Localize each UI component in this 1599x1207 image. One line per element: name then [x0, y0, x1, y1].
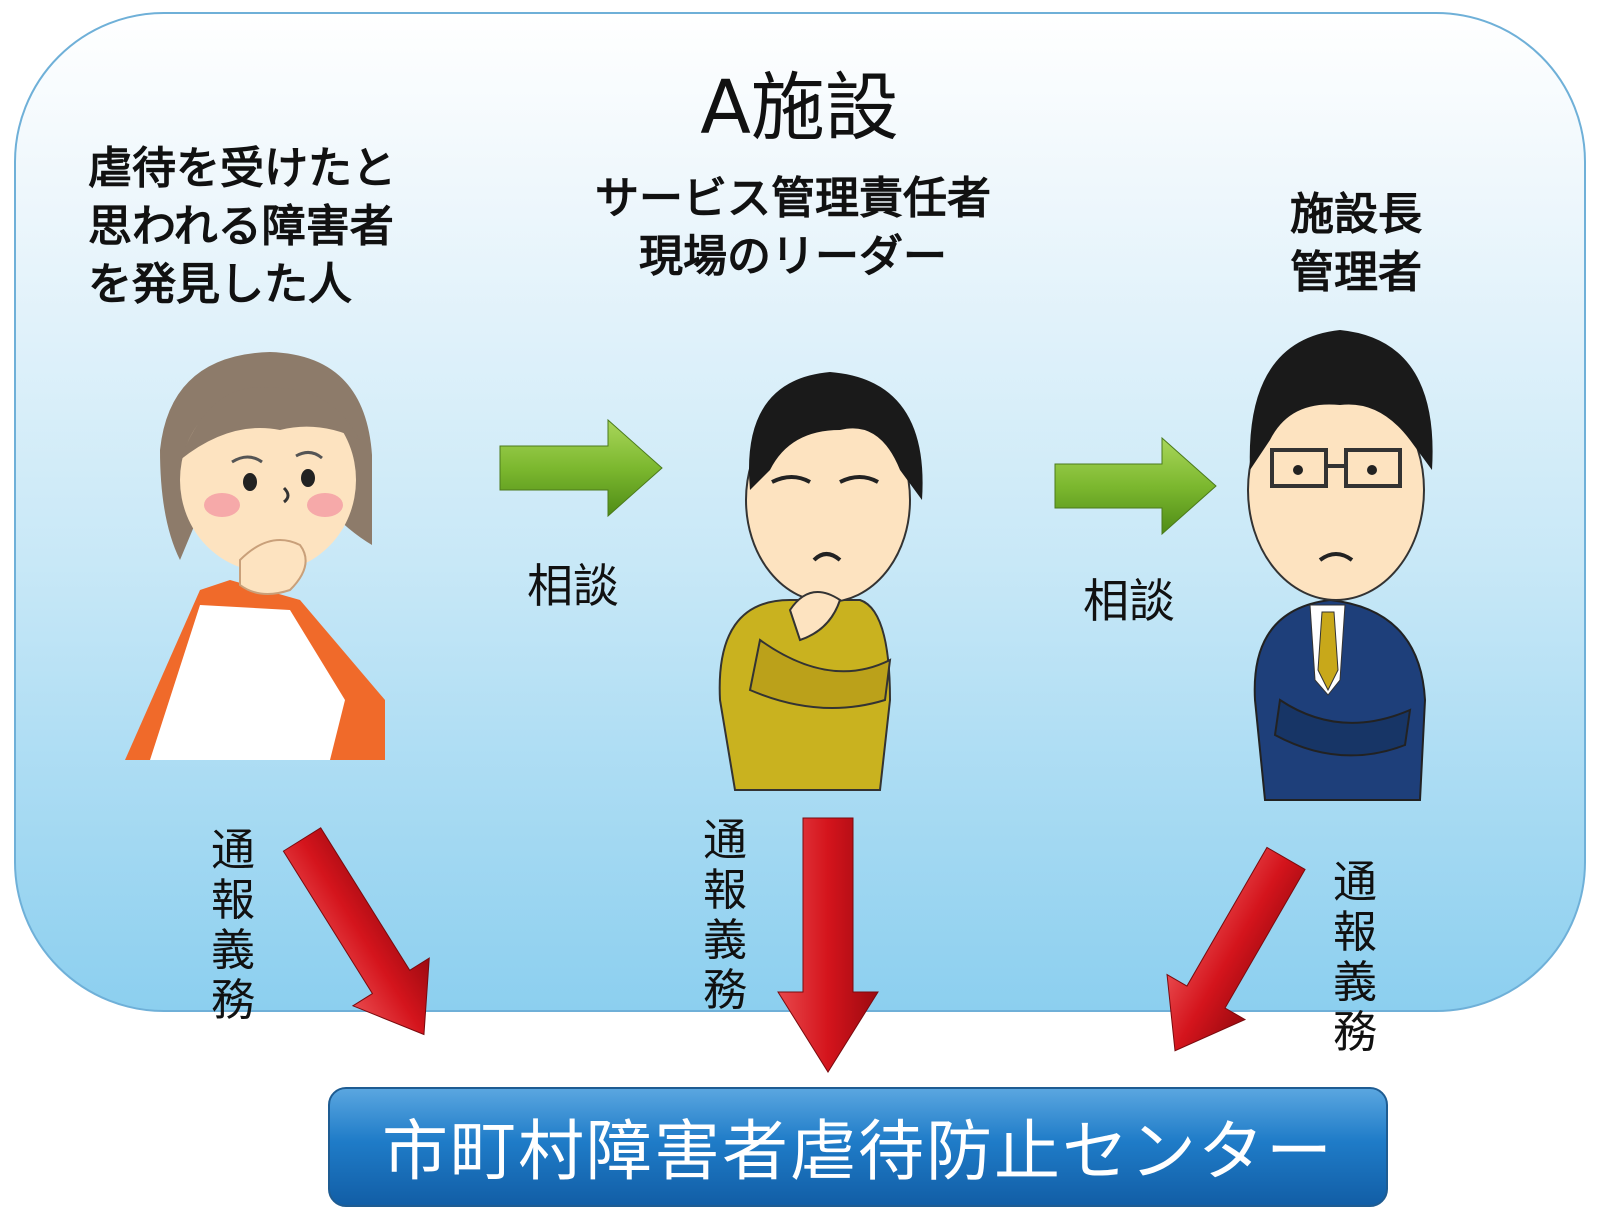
duty-char: 報 [1333, 907, 1377, 958]
thinking-leader-icon [718, 372, 923, 791]
duty-char: 通 [211, 825, 255, 876]
duty-label-right: 通 報 義 務 [1330, 858, 1380, 1058]
consult-arrow-2 [1054, 436, 1217, 536]
role-manager-line: 現場のリーダー [639, 231, 947, 282]
duty-label-left: 通 報 義 務 [208, 826, 258, 1026]
duty-arrow-left [282, 827, 430, 1036]
role-director-line: 管理者 [1290, 247, 1422, 298]
duty-label-middle: 通 報 義 務 [700, 816, 750, 1016]
consult-label-1: 相談 [527, 559, 619, 613]
role-director-line: 施設長 [1290, 189, 1422, 240]
duty-arrow-middle [777, 817, 879, 1073]
duty-char: 報 [211, 875, 255, 926]
consult-arrow-1 [499, 418, 663, 518]
duty-char: 務 [1333, 1007, 1377, 1058]
role-manager-line: サービス管理責任者 [595, 173, 991, 224]
prevention-center-label: 市町村障害者虐待防止センター [382, 1113, 1334, 1190]
duty-char: 通 [1333, 857, 1377, 908]
duty-char: 義 [703, 915, 747, 966]
role-finder-line: 虐待を受けたと [88, 143, 396, 194]
duty-char: 報 [703, 865, 747, 916]
troubled-director-icon [1247, 330, 1433, 801]
duty-char: 義 [211, 925, 255, 976]
duty-char: 義 [1333, 957, 1377, 1008]
role-director-label: 施設長 管理者 [1290, 186, 1422, 302]
role-finder-line: 思われる障害者 [88, 201, 394, 252]
role-finder-label: 虐待を受けたと 思われる障害者 を発見した人 [88, 140, 396, 314]
duty-char: 務 [703, 965, 747, 1016]
role-finder-line: を発見した人 [88, 259, 352, 310]
worried-woman-icon [125, 352, 385, 760]
duty-char: 務 [211, 975, 255, 1026]
consult-label-2: 相談 [1083, 574, 1175, 628]
facility-title: A施設 [700, 65, 899, 151]
duty-char: 通 [703, 815, 747, 866]
role-manager-label: サービス管理責任者 現場のリーダー [595, 170, 991, 286]
duty-arrow-right [1166, 846, 1306, 1052]
